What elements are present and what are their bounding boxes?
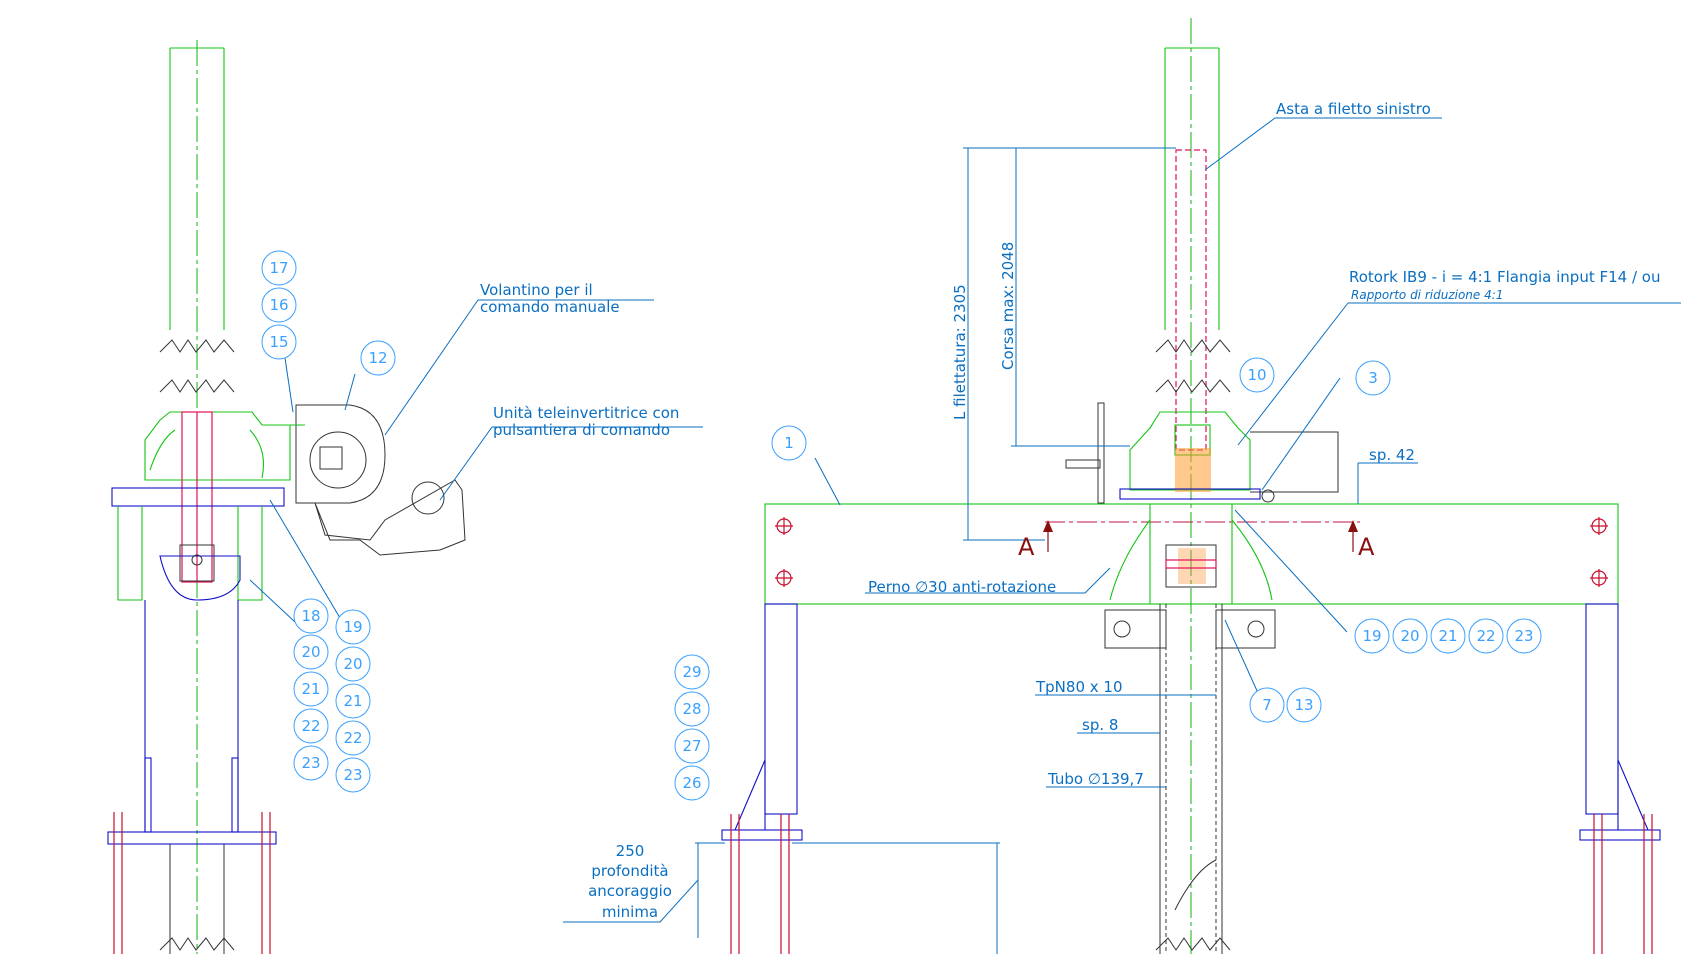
svg-text:7: 7 (1262, 696, 1272, 714)
balloon-23a: 23 (293, 745, 329, 781)
label-profondita-line2: profondità (591, 862, 668, 880)
svg-text:22: 22 (1476, 627, 1495, 645)
balloon-23b: 23 (335, 757, 371, 793)
balloon-17: 17 (261, 250, 297, 286)
balloon-7: 7 (1249, 687, 1285, 723)
svg-text:20: 20 (1400, 627, 1419, 645)
balloon-22a: 22 (293, 708, 329, 744)
balloon-21a: 21 (293, 671, 329, 707)
balloon-15: 15 (261, 324, 297, 360)
balloon-20b: 20 (335, 646, 371, 682)
svg-text:12: 12 (368, 349, 387, 367)
balloon-21b: 21 (335, 683, 371, 719)
svg-text:19: 19 (1362, 627, 1381, 645)
balloon-12: 12 (360, 340, 396, 376)
label-unita-line2: pulsantiera di comando (493, 421, 670, 439)
svg-text:22: 22 (343, 729, 362, 747)
label-rotork: Rotork IB9 - i = 4:1 Flangia input F14 /… (1349, 268, 1660, 286)
section-label-left: A (1018, 533, 1035, 561)
svg-text:3: 3 (1368, 369, 1378, 387)
balloon-3: 3 (1355, 360, 1391, 396)
balloon-23c: 23 (1506, 618, 1542, 654)
label-volantino-line2: comando manuale (480, 298, 620, 316)
balloon-1: 1 (771, 425, 807, 461)
svg-text:23: 23 (343, 766, 362, 784)
svg-text:15: 15 (269, 333, 288, 351)
svg-text:27: 27 (682, 737, 701, 755)
section-marker-left: A (1018, 520, 1053, 561)
label-tpn: TpN80 x 10 (1035, 678, 1123, 696)
svg-text:13: 13 (1294, 696, 1313, 714)
balloon-27: 27 (674, 728, 710, 764)
svg-text:16: 16 (269, 296, 288, 314)
svg-text:19: 19 (343, 618, 362, 636)
svg-text:26: 26 (682, 774, 701, 792)
svg-text:21: 21 (343, 692, 362, 710)
balloon-16: 16 (261, 287, 297, 323)
svg-text:20: 20 (301, 643, 320, 661)
left-side-view (107, 40, 466, 954)
label-volantino-line1: Volantino per il (480, 281, 593, 299)
svg-text:1: 1 (784, 434, 794, 452)
label-profondita-value: 250 (616, 842, 645, 860)
balloon-29: 29 (674, 654, 710, 690)
label-unita-line1: Unità teleinvertitrice con (493, 404, 679, 422)
balloon-13: 13 (1286, 687, 1322, 723)
balloon-19a: 19 (335, 609, 371, 645)
svg-text:22: 22 (301, 717, 320, 735)
dimension-lines (695, 147, 1418, 954)
label-rapporto: Rapporto di riduzione 4:1 (1351, 288, 1503, 302)
right-leaders (563, 117, 1681, 923)
balloon-28: 28 (674, 691, 710, 727)
balloon-20c: 20 (1392, 618, 1428, 654)
svg-text:18: 18 (301, 607, 320, 625)
svg-text:23: 23 (1514, 627, 1533, 645)
svg-text:20: 20 (343, 655, 362, 673)
svg-text:21: 21 (1438, 627, 1457, 645)
section-label-right: A (1358, 533, 1375, 561)
balloon-19c: 19 (1354, 618, 1390, 654)
dimension-corsa: Corsa max: 2048 (999, 242, 1017, 370)
label-perno: Perno ∅30 anti-rotazione (868, 578, 1056, 596)
balloon-10: 10 (1239, 357, 1275, 393)
balloon-22b: 22 (335, 720, 371, 756)
left-leaders (249, 299, 703, 624)
balloon-22c: 22 (1468, 618, 1504, 654)
label-profondita-line4: minima (602, 903, 658, 921)
svg-text:10: 10 (1247, 366, 1266, 384)
svg-text:21: 21 (301, 680, 320, 698)
dimension-l-filettatura: L filettatura: 2305 (951, 284, 969, 420)
balloon-18: 18 (293, 598, 329, 634)
label-profondita-line3: ancoraggio (588, 882, 672, 900)
svg-text:29: 29 (682, 663, 701, 681)
svg-text:17: 17 (269, 259, 288, 277)
label-sp42: sp. 42 (1369, 446, 1415, 464)
svg-text:23: 23 (301, 754, 320, 772)
label-asta: Asta a filetto sinistro (1276, 100, 1431, 118)
balloon-26: 26 (674, 765, 710, 801)
section-marker-right: A (1348, 520, 1375, 561)
balloon-21c: 21 (1430, 618, 1466, 654)
label-sp8: sp. 8 (1082, 716, 1118, 734)
right-front-view (721, 18, 1661, 954)
label-tubo: Tubo ∅139,7 (1047, 770, 1144, 788)
balloon-20a: 20 (293, 634, 329, 670)
svg-text:28: 28 (682, 700, 701, 718)
